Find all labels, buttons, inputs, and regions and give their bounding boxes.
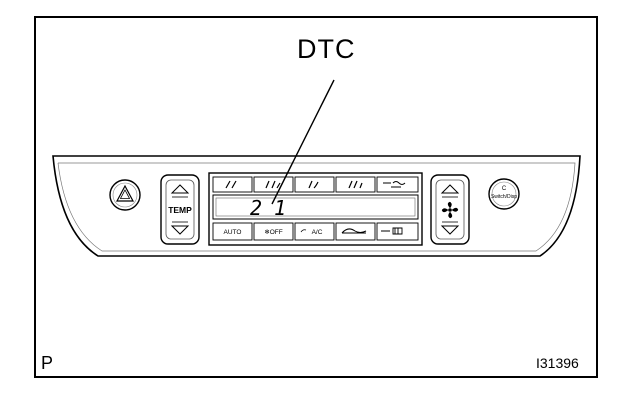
panel-inner-edge (57, 162, 576, 252)
mode-button-1[interactable] (212, 176, 253, 193)
panel-outline (52, 155, 581, 257)
c-switch-button[interactable]: C Switch/Disp (488, 178, 520, 210)
ac-indicator-icon (300, 229, 307, 233)
hazard-triangle-icon (116, 184, 134, 202)
rear-defrost-icon (381, 227, 403, 235)
vent-face-icon (225, 180, 237, 189)
auto-button[interactable] (212, 222, 253, 241)
fan-rocker[interactable] (430, 174, 470, 245)
function-buttons-row: AUTO ❄OFF A/C (212, 222, 419, 241)
dtc-code-display: 2 1 (250, 196, 286, 220)
recirculation-icon (341, 228, 367, 234)
auto-label: AUTO (224, 229, 242, 236)
rear-defrost-button[interactable] (376, 222, 419, 241)
fan-off-button[interactable] (253, 222, 294, 241)
figure-frame (34, 16, 598, 378)
callout-leader-line (271, 79, 335, 205)
fan-off-label: ❄OFF (264, 229, 282, 236)
vent-feet-defrost-icon (348, 180, 363, 189)
defrost-icon (383, 181, 406, 188)
temp-rocker[interactable] (160, 174, 200, 245)
c-switch-label: C (502, 186, 507, 192)
c-switch-sublabel: Switch/Disp (491, 194, 517, 200)
lcd-display (212, 194, 419, 220)
temp-down-arrow-icon (170, 225, 190, 235)
corner-label: P (41, 353, 54, 373)
ac-label: A/C (312, 229, 323, 236)
temp-up-arrow-icon (170, 184, 190, 194)
fan-up-arrow-icon (440, 184, 460, 194)
temp-label: TEMP (168, 205, 192, 215)
mode-buttons-row (212, 176, 419, 193)
mode-button-3[interactable] (294, 176, 335, 193)
ac-button[interactable] (294, 222, 335, 241)
fan-down-arrow-icon (440, 225, 460, 235)
figure-id: I31396 (536, 355, 579, 371)
callout-label: DTC (297, 34, 356, 64)
vent-bilevel-icon (265, 180, 281, 189)
defrost-button[interactable] (376, 176, 419, 193)
fan-icon (441, 201, 459, 219)
vent-feet-icon (308, 180, 319, 189)
hazard-button[interactable] (109, 179, 141, 211)
